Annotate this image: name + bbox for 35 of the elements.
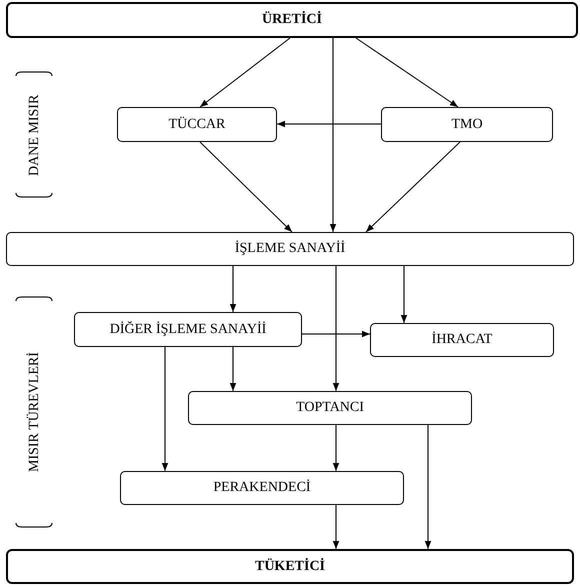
box-label: TÜCCAR	[168, 116, 226, 132]
process-box	[6, 2, 578, 38]
process-box	[6, 232, 574, 266]
box-label: TMO	[451, 116, 483, 132]
arrow	[332, 424, 340, 472]
arrow	[200, 38, 290, 108]
process-box	[188, 391, 472, 425]
arrow	[276, 120, 382, 128]
arrow	[302, 330, 370, 338]
process-box	[120, 471, 404, 505]
box-label: PERAKENDECİ	[213, 480, 311, 496]
arrow	[400, 266, 408, 324]
box-label: İŞLEME SANAYİİ	[234, 241, 346, 257]
side-label: MISIR TÜREVLERİ	[27, 352, 43, 474]
box-label: DİĞER İŞLEME SANAYİİ	[110, 322, 266, 338]
arrow	[366, 142, 460, 232]
arrow	[230, 266, 236, 312]
arrow	[356, 38, 458, 108]
arrow	[230, 346, 236, 392]
arrow	[162, 346, 168, 472]
process-box	[74, 312, 302, 347]
box-label: TÜKETİCİ	[254, 558, 326, 574]
box-label: ÜRETİCİ	[262, 12, 322, 28]
arrow	[330, 38, 336, 232]
box-label: İHRACAT	[432, 332, 492, 348]
process-box	[381, 107, 553, 142]
box-label: TOPTANCI	[296, 400, 364, 416]
arrow	[424, 424, 432, 550]
arrow	[200, 142, 292, 232]
process-box	[6, 549, 574, 584]
process-box	[370, 323, 554, 357]
process-box	[117, 107, 277, 142]
arrow	[332, 266, 340, 392]
side-label: DANE MISIR	[27, 93, 43, 178]
arrow	[332, 504, 340, 550]
